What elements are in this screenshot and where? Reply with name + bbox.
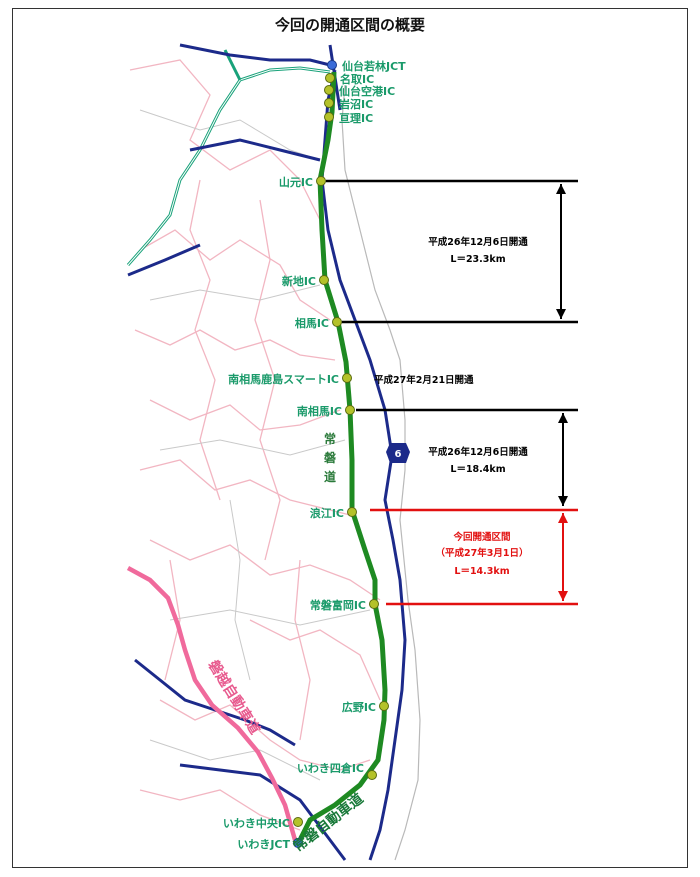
ic-marker-iwaki-jct [293, 838, 303, 848]
ic-marker-namie [347, 507, 357, 517]
section-1-length: L＝23.3km [450, 254, 505, 265]
smart-ic-date: 平成27年2月21日開通 [374, 374, 474, 386]
current-section-length: L＝14.3km [454, 566, 509, 577]
ic-label-namie: 浪江IC [310, 506, 344, 520]
map-frame [12, 8, 688, 868]
ic-marker-sendai-airport [324, 85, 334, 95]
section-2-date: 平成26年12月6日開通 [428, 446, 528, 458]
minor-roads [139, 109, 371, 781]
current-section-markers [370, 508, 578, 606]
ic-marker-minamisoma [345, 405, 355, 415]
ic-label-iwaki-yotsukura: いわき四倉IC [297, 761, 364, 775]
ic-label-watari: 亘理IC [339, 112, 373, 125]
joban-short-label: 常 磐 道 [324, 431, 337, 484]
ic-marker-joban-tomioka [369, 599, 379, 609]
ic-marker-iwaki-chuo [293, 817, 303, 827]
ic-label-hirono: 広野IC [342, 700, 376, 714]
interchange-labels: 仙台若林JCT 名取IC 仙台空港IC 岩沼IC 亘理IC 山元IC 新地IC … [223, 59, 406, 851]
ic-label-joban-tomioka: 常磐富岡IC [310, 598, 366, 612]
ic-label-sendai-wakabayashi-jct: 仙台若林JCT [342, 59, 406, 73]
ic-label-iwaki-jct: いわきJCT [237, 838, 290, 851]
ic-label-yamamoto: 山元IC [279, 175, 313, 189]
ic-marker-soma [332, 317, 342, 327]
municipal-boundaries [129, 59, 381, 831]
svg-text:常: 常 [324, 431, 336, 446]
ic-label-minamisoma-kashima: 南相馬鹿島スマートIC [228, 372, 339, 386]
ic-label-shinchi: 新地IC [282, 274, 316, 288]
page-title: 今回の開通区間の概要 [274, 16, 425, 34]
section-2-length: L＝18.4km [450, 464, 505, 475]
ic-marker-watari [324, 112, 334, 122]
ic-marker-iwaki-yotsukura [367, 770, 377, 780]
ic-marker-natori [325, 73, 335, 83]
ic-label-natori: 名取IC [340, 72, 374, 86]
route-6-label: 6 [395, 449, 402, 460]
ic-marker-shinchi [319, 275, 329, 285]
interchange-markers [293, 60, 389, 848]
ic-marker-minamisoma-kashima [342, 373, 352, 383]
current-section-date: （平成27年3月1日） [436, 547, 529, 559]
ic-marker-hirono [379, 701, 389, 711]
banetsu-expressway [126, 566, 298, 841]
ic-label-minamisoma: 南相馬IC [297, 404, 342, 418]
ic-label-iwaki-chuo: いわき中央IC [223, 816, 290, 830]
current-section-title: 今回開通区間 [452, 531, 510, 543]
other-expressway [126, 66, 331, 266]
section-1-markers [326, 179, 578, 324]
ic-marker-iwanuma [324, 98, 334, 108]
section-1-date: 平成26年12月6日開通 [428, 236, 528, 248]
route-6-shield: 6 [386, 443, 410, 463]
ic-label-iwanuma: 岩沼IC [338, 97, 373, 111]
svg-text:磐: 磐 [324, 450, 337, 465]
ic-marker-yamamoto [316, 176, 326, 186]
section-2-markers [356, 408, 578, 506]
svg-text:道: 道 [324, 469, 336, 484]
ic-label-soma: 相馬IC [295, 316, 329, 330]
ic-marker-sendai-wakabayashi-jct [327, 60, 337, 70]
ic-label-sendai-airport: 仙台空港IC [339, 84, 395, 98]
